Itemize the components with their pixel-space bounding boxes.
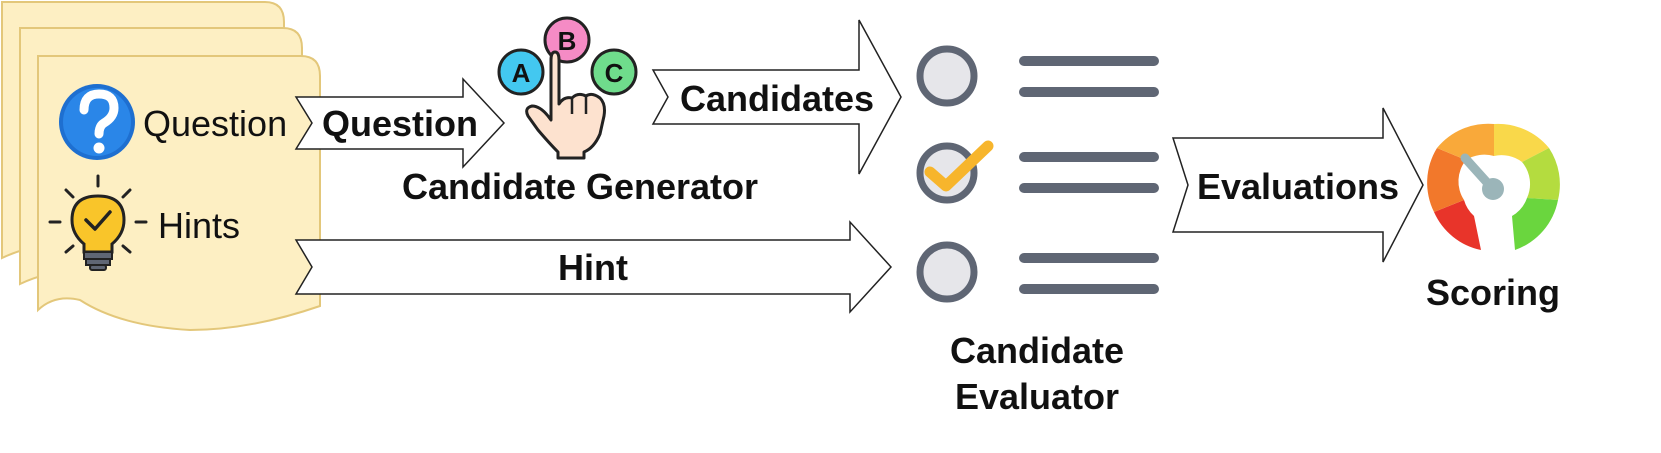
input-hints-label: Hints	[158, 205, 240, 246]
question-mark-circle-icon	[59, 84, 135, 160]
choice-hand-icon: A B C	[497, 16, 638, 160]
checkmark-icon	[924, 140, 994, 192]
option-c-label: C	[605, 58, 624, 88]
option-a-bubble	[497, 48, 545, 96]
checklist-item-1	[916, 45, 1159, 107]
checklist-item-2	[916, 140, 1159, 204]
input-card-stack: Question Hints	[1, 1, 321, 332]
evaluator-label-line1: Candidate	[950, 330, 1124, 371]
checklist-item-3	[916, 241, 1159, 303]
generator-label: Candidate Generator	[402, 166, 758, 207]
option-b-label: B	[558, 26, 577, 56]
option-c-bubble	[590, 48, 638, 96]
hint-arrow: Hint	[294, 220, 893, 314]
checklist-icon	[916, 45, 1159, 303]
evaluator-label-line2: Evaluator	[955, 376, 1119, 417]
question-arrow-label: Question	[322, 103, 478, 144]
gauge-icon	[1427, 123, 1560, 250]
candidates-arrow-label: Candidates	[680, 78, 874, 119]
hint-arrow-label: Hint	[558, 247, 628, 288]
question-arrow: Question	[294, 77, 506, 169]
scoring-label: Scoring	[1426, 272, 1560, 313]
evaluations-arrow: Evaluations	[1171, 107, 1424, 263]
lightbulb-check-icon	[48, 174, 148, 271]
candidates-arrow: Candidates	[651, 19, 902, 175]
evaluations-arrow-label: Evaluations	[1197, 166, 1399, 207]
input-question-label: Question	[143, 103, 287, 144]
option-a-label: A	[512, 58, 531, 88]
